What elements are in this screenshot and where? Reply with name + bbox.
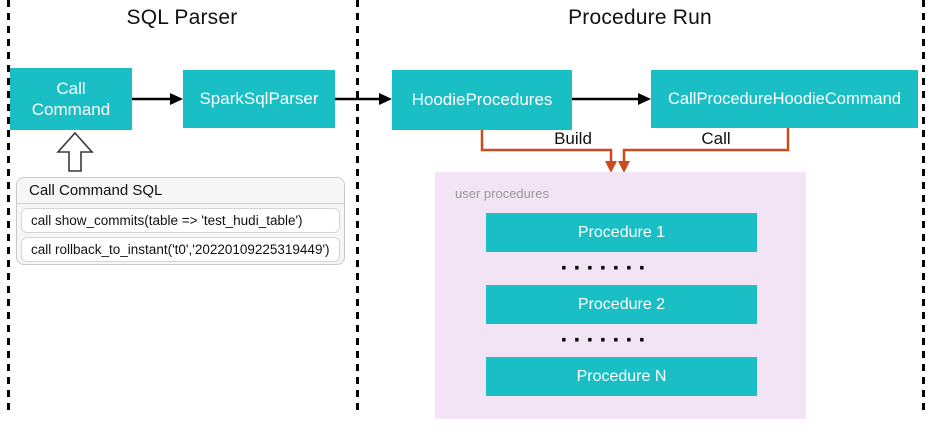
edge-label-call: Call [701, 129, 731, 148]
section-title-procedure-run: Procedure Run [568, 6, 712, 29]
section-title-sql-parser: SQL Parser [126, 6, 238, 29]
edge-label-build: Build [554, 129, 592, 148]
node-call-command: Call Command [10, 68, 132, 130]
call-command-sql-panel: Call Command SQL call show_commits(table… [16, 177, 345, 265]
dashed-boundary-right [922, 0, 925, 413]
sql-statement-rollback-to-instant: call rollback_to_instant('t0','202201092… [21, 237, 340, 262]
up-block-arrow-icon [56, 131, 94, 172]
ellipsis-separator: ······· [560, 327, 652, 354]
dashed-boundary-left [7, 0, 10, 413]
arrowhead-icon [170, 93, 183, 105]
user-procedures-label: user procedures [455, 186, 549, 201]
sql-panel-title: Call Command SQL [17, 178, 344, 204]
node-callprocedurehoodiecommand: CallProcedureHoodieCommand [651, 70, 918, 128]
node-procedure-n: Procedure N [486, 357, 757, 396]
ellipsis-separator: ······· [560, 255, 652, 282]
node-procedure-2: Procedure 2 [486, 285, 757, 324]
sql-statement-show-commits: call show_commits(table => 'test_hudi_ta… [21, 208, 340, 233]
node-sparksqlparser: SparkSqlParser [183, 70, 335, 128]
arrowhead-icon [638, 93, 651, 105]
node-hoodieprocedures: HoodieProcedures [392, 70, 572, 130]
node-procedure-1: Procedure 1 [486, 213, 757, 252]
dashed-boundary-middle [356, 0, 359, 413]
arrowhead-icon [379, 93, 392, 105]
